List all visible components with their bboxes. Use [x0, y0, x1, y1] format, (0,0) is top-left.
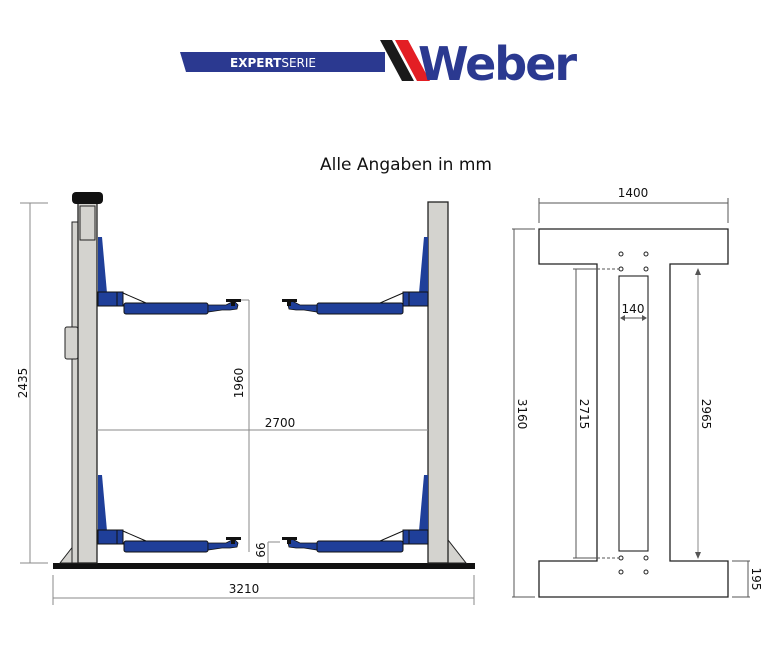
- dim-plan-inner-length-left: 2715: [577, 399, 591, 430]
- dim-plan-width: 1400: [618, 186, 649, 200]
- left-column: [77, 201, 98, 564]
- dim-plan-inner-length-right: 2965: [699, 399, 713, 430]
- logo-series-bold: EXPERT: [230, 56, 282, 70]
- logo-banner: [180, 52, 385, 72]
- right-lower-arm: [282, 475, 429, 553]
- dim-min-height: 99: [253, 542, 267, 557]
- dim-inner-width: 2700: [265, 416, 296, 430]
- left-column-top-cap: [72, 192, 103, 204]
- logo-stripe-black: [380, 40, 414, 81]
- right-column-base-brace: [447, 538, 468, 564]
- floor-plan: 1400 3160 2715 2965 140 195: [512, 186, 763, 598]
- logo-brand-name: Weber: [418, 37, 577, 91]
- right-column: [427, 201, 449, 564]
- dim-total-height: 2435: [16, 368, 30, 399]
- brand-logo: EXPERTSERIE Weber: [180, 37, 579, 91]
- dim-lift-height: 1960: [232, 368, 246, 399]
- right-upper-arm: [282, 237, 429, 315]
- left-column-window: [79, 205, 96, 241]
- svg-text:EXPERTSERIE: EXPERTSERIE: [230, 56, 316, 70]
- left-lower-arm: [97, 475, 241, 553]
- dim-channel-width: 140: [622, 302, 645, 316]
- front-view: 2435 1960 2700 99 3210: [16, 192, 475, 605]
- pad-icon: [226, 537, 241, 540]
- pad-icon: [282, 299, 297, 302]
- floor-line: [53, 563, 475, 569]
- left-upper-arm: [97, 237, 241, 315]
- dim-end-depth: 195: [749, 568, 763, 591]
- cable-channel: [618, 275, 649, 552]
- dim-total-width: 3210: [229, 582, 260, 596]
- left-column-power-unit: [64, 326, 79, 360]
- logo-series-light: SERIE: [281, 56, 316, 70]
- pad-icon: [226, 299, 241, 302]
- dim-plan-total-length: 3160: [515, 399, 529, 430]
- units-title: Alle Angaben in mm: [320, 155, 492, 175]
- floor-plan-dimension-lines: [512, 198, 750, 598]
- logo-stripe-red: [395, 40, 430, 81]
- pad-icon: [282, 537, 297, 540]
- front-dimension-lines: [20, 202, 475, 605]
